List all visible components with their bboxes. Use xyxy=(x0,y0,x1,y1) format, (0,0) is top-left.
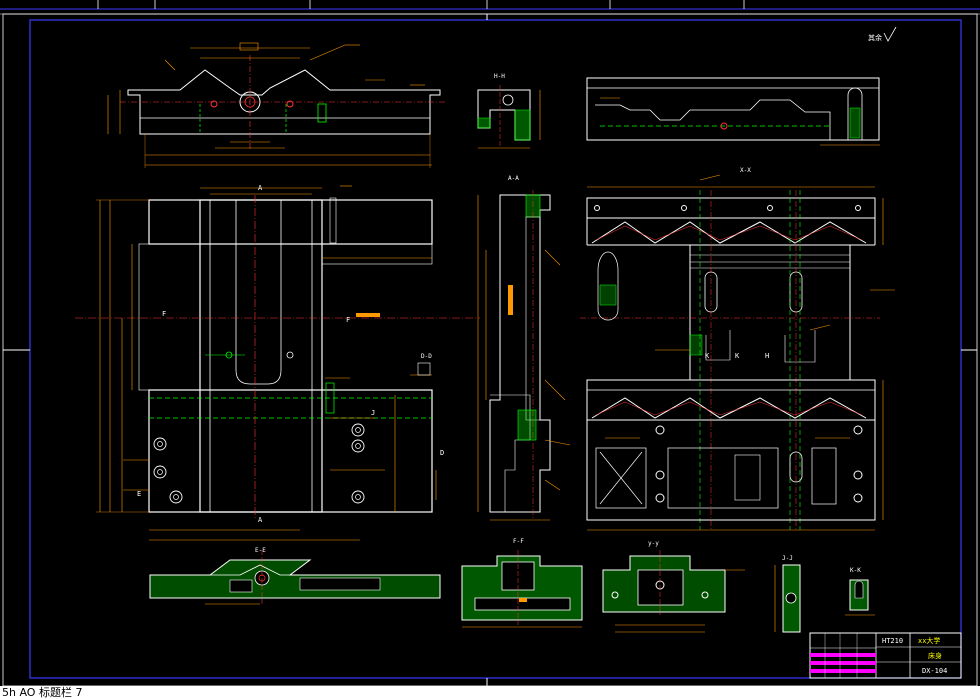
svg-text:J: J xyxy=(371,409,375,417)
front-view xyxy=(75,185,480,541)
svg-text:F-F: F-F xyxy=(513,538,524,545)
top-right-side-view xyxy=(586,77,880,146)
right-main-view: X-X xyxy=(580,167,895,531)
svg-text:E-E: E-E xyxy=(255,547,266,554)
title-drawing-no: DX-104 xyxy=(922,667,947,675)
command-line-status[interactable]: 5h AO 标题栏 7 xyxy=(0,686,980,699)
svg-text:K-K: K-K xyxy=(850,567,861,574)
section-ff: F-F xyxy=(461,538,583,628)
svg-text:其余: 其余 xyxy=(868,33,882,42)
svg-text:E: E xyxy=(137,490,141,498)
section-ee: E-E xyxy=(149,547,441,605)
section-hh: H-H xyxy=(477,73,541,149)
svg-text:D: D xyxy=(440,449,444,457)
svg-text:X-X: X-X xyxy=(740,167,751,174)
svg-text:y-y: y-y xyxy=(648,540,659,547)
svg-text:K: K xyxy=(705,352,710,360)
section-jj: J-J xyxy=(774,555,801,633)
svg-text:H: H xyxy=(765,352,769,360)
section-cut-marks: F F A A E J D K K H xyxy=(137,184,769,524)
section-label-dd: D-D xyxy=(421,353,432,360)
svg-text:K: K xyxy=(735,352,740,360)
title-material: HT210 xyxy=(882,637,903,645)
inner-frame xyxy=(29,19,962,679)
section-yy: y-y xyxy=(602,540,745,633)
top-rulers xyxy=(0,0,980,15)
svg-text:F: F xyxy=(346,316,350,324)
title-part-name: 床身 xyxy=(928,651,942,660)
svg-text:H-H: H-H xyxy=(494,73,505,80)
title-block[interactable]: HT210 xx大学 床身 DX-104 xyxy=(809,632,962,679)
svg-text:A: A xyxy=(258,516,263,524)
svg-text:F: F xyxy=(162,310,166,318)
top-view xyxy=(107,42,445,168)
svg-text:A: A xyxy=(258,184,263,192)
roughness-note: 其余 xyxy=(868,26,897,42)
title-school: xx大学 xyxy=(918,636,940,645)
section-aa: A-A xyxy=(477,175,571,521)
section-kk: K-K xyxy=(845,567,875,616)
svg-text:A-A: A-A xyxy=(508,175,519,182)
svg-text:J-J: J-J xyxy=(782,555,793,562)
